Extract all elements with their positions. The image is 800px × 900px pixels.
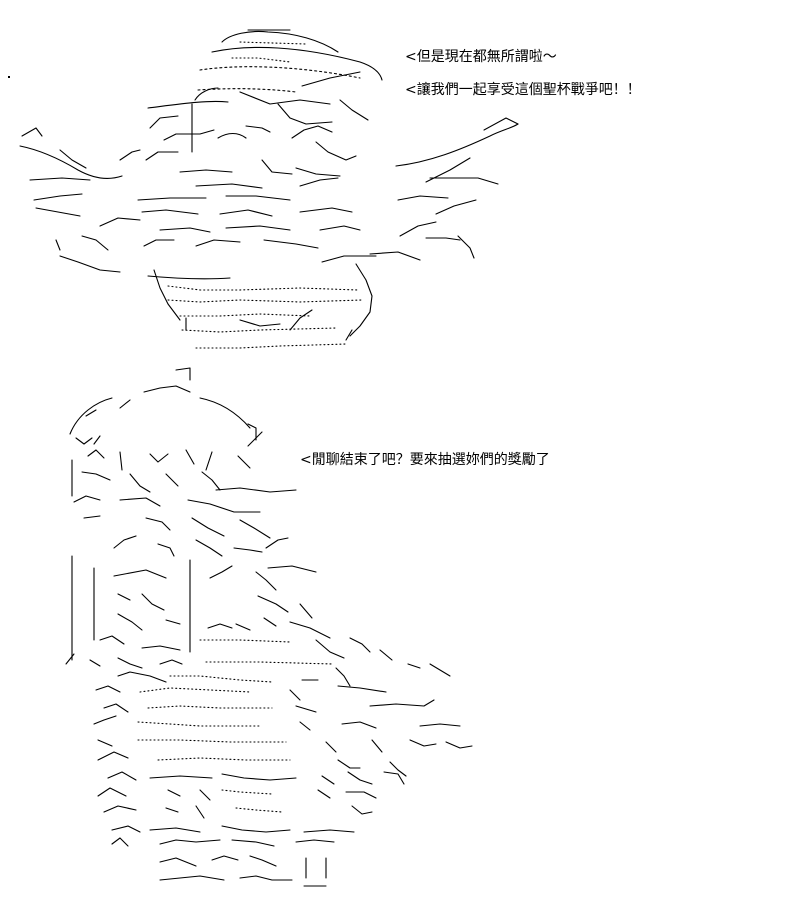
dialogue-line-top-1: <但是現在都無所謂啦～ xyxy=(405,49,557,65)
top-figure-left-arm xyxy=(19,127,123,273)
bottom-figure-head xyxy=(69,367,263,497)
top-figure-right-arm xyxy=(369,117,519,261)
top-figure-face xyxy=(99,91,369,233)
bottom-figure-body xyxy=(65,555,451,687)
top-figure-hat xyxy=(194,29,383,101)
top-figure-body xyxy=(143,239,377,349)
dialogue-line-bottom-1: <閒聊結束了吧？要來抽選妳們的獎勵了 xyxy=(300,452,550,468)
stray-mark xyxy=(8,76,10,78)
dialogue-line-top-2: <讓我們一起享受這個聖杯戰爭吧！！ xyxy=(405,82,641,98)
bottom-figure-arms-and-dress xyxy=(93,671,473,887)
bottom-figure-face xyxy=(73,471,297,557)
